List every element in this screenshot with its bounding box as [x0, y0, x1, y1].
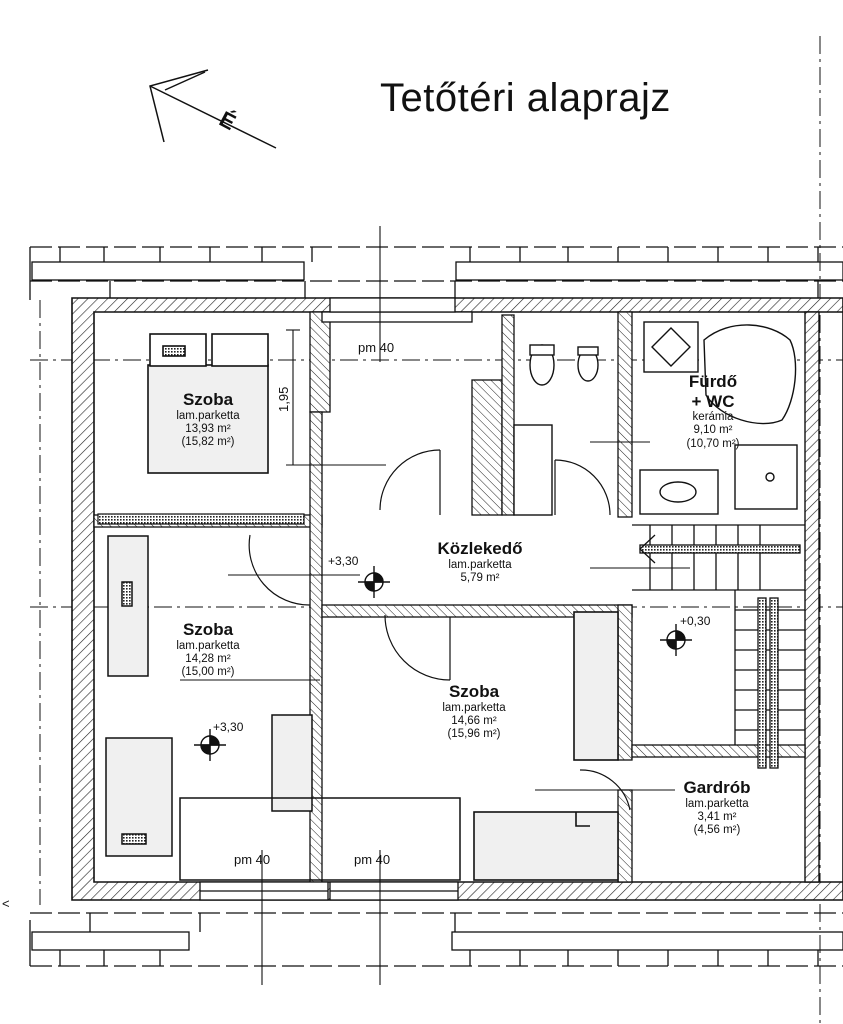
outer-wall-right	[804, 311, 820, 883]
room-label-bedroom-2: Szoba lam.parketta 14,28 m² (15,00 m²)	[176, 620, 240, 678]
ridge-lines	[30, 36, 843, 1024]
bed-top-left	[147, 333, 269, 474]
roof-battens-top	[59, 247, 819, 298]
roof-outline-top	[29, 246, 843, 300]
outer-wall	[71, 297, 843, 901]
window-label-top: pm 40	[358, 340, 395, 355]
roof-outline-bottom	[29, 912, 843, 967]
window-label-bottom-right: pm 40	[354, 852, 391, 867]
bed-left-room	[105, 535, 461, 881]
room-label-bedroom-1: Szoba lam.parketta 13,93 m² (15,82 m²)	[176, 390, 240, 448]
bathroom-fixtures	[513, 321, 798, 516]
north-arrow-icon	[149, 69, 277, 149]
annotation-lines	[180, 226, 690, 985]
level-label-stair: +0,30	[680, 614, 711, 628]
level-label-room: +3,30	[213, 720, 244, 734]
room-label-bedroom-3: Szoba lam.parketta 14,66 m² (15,96 m²)	[442, 682, 506, 740]
wardrobe-strip	[97, 513, 305, 525]
edge-mark: <	[2, 896, 10, 911]
door-swings	[248, 449, 631, 811]
room-label-corridor: Közlekedő lam.parketta 5,79 m²	[437, 539, 523, 584]
level-markers	[194, 566, 692, 761]
room-label-bathroom: Fürdő + WC kerámia 9,10 m² (10,70 m²)	[686, 372, 740, 450]
window-label-bottom-left: pm 40	[234, 852, 271, 867]
level-label-corridor: +3,30	[328, 554, 359, 568]
dimension-label: 1,95	[276, 386, 291, 412]
room-label-wardrobe: Gardrób lam.parketta 3,41 m² (4,56 m²)	[683, 778, 751, 836]
plan-title: Tetőtéri alaprajz	[380, 76, 671, 120]
staircase	[632, 524, 805, 769]
bed-middle-room	[473, 611, 619, 881]
windows-bottom	[199, 297, 459, 901]
